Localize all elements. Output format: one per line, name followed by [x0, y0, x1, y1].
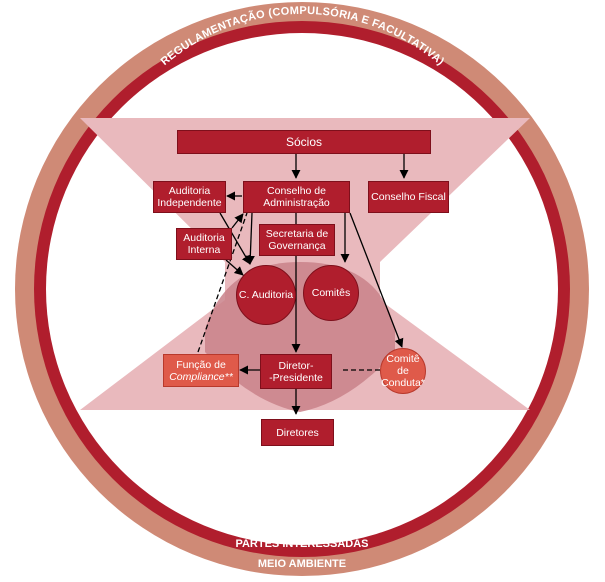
node-socios: Sócios [177, 130, 431, 154]
node-comites: Comitês [303, 265, 359, 321]
node-funcao-compliance: Função de Compliance** [163, 354, 239, 387]
edge-aint-caud [225, 259, 244, 276]
node-conselho-fiscal-label: Conselho Fiscal [371, 191, 446, 203]
node-auditoria-interna: Auditoria Interna [176, 228, 232, 260]
node-comite-conduta: Comitê de Conduta* [380, 348, 426, 394]
ring-bottom-label-1: PARTES INTERESSADAS [235, 538, 369, 550]
ring-bottom-label-2: MEIO AMBIENTE [257, 558, 347, 570]
node-auditoria-independente-label: Auditoria Independente [157, 185, 222, 209]
node-socios-label: Sócios [285, 135, 323, 149]
node-secretaria-governanca-label: Secretaria de Governança [265, 228, 329, 252]
node-comite-conduta-label: Comitê de Conduta* [381, 353, 425, 389]
node-auditoria-interna-label: Auditoria Interna [183, 232, 225, 256]
node-funcao-compliance-label-2: Compliance** [169, 370, 233, 383]
node-auditoria-independente: Auditoria Independente [153, 181, 226, 213]
edge-ai-ca [231, 213, 244, 229]
node-comites-label: Comitês [311, 287, 351, 299]
node-funcao-compliance-label-1: Função de [176, 358, 226, 371]
node-conselho-administracao-label: Conselho de Administração [263, 185, 330, 209]
edge-aind-caud [219, 212, 251, 265]
node-conselho-administracao: Conselho de Administração [243, 181, 350, 213]
node-conselho-fiscal: Conselho Fiscal [368, 181, 449, 213]
node-diretores-label: Diretores [276, 426, 319, 439]
edge-ca-conduta [349, 212, 404, 348]
node-diretor-presidente-label: Diretor- -Presidente [269, 359, 323, 384]
node-secretaria-governanca: Secretaria de Governança [259, 224, 335, 256]
node-c-auditoria-label: C. Auditoria [238, 289, 294, 301]
node-diretor-presidente: Diretor- -Presidente [260, 354, 332, 389]
node-diretores: Diretores [261, 419, 334, 446]
node-c-auditoria: C. Auditoria [236, 265, 296, 325]
edge-compliance-ca [197, 212, 248, 353]
